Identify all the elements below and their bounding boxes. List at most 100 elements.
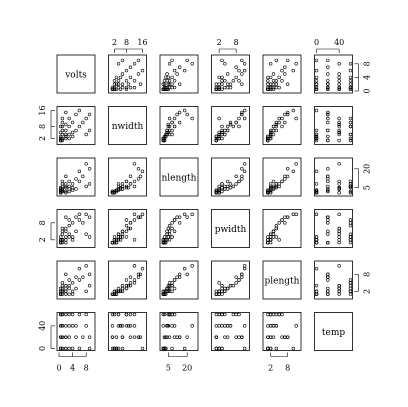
data-point-1-5-24 [314, 136, 319, 141]
data-point-1-2-27 [170, 120, 174, 125]
data-point-4-3-18 [228, 283, 233, 288]
data-point-3-5-28 [314, 238, 319, 242]
data-point-1-3-15 [217, 116, 221, 121]
data-point-1-0-14 [60, 124, 65, 129]
data-point-5-4-7 [266, 312, 270, 317]
data-point-2-5-32 [314, 169, 319, 174]
data-point-3-0-15 [60, 238, 65, 242]
data-point-1-0-18 [64, 122, 68, 127]
data-point-3-4-15 [277, 238, 281, 242]
data-point-4-3-35 [223, 289, 227, 294]
data-point-4-0-26 [70, 289, 75, 294]
data-point-2-1-15 [132, 184, 137, 189]
data-point-0-1-11 [112, 85, 117, 90]
axis-right-label-4-1: 8 [363, 272, 372, 277]
data-point-2-4-26 [268, 186, 273, 190]
data-point-5-1-7 [110, 312, 115, 317]
data-point-2-5-13 [326, 189, 330, 194]
data-point-2-3-29 [240, 177, 244, 181]
data-point-0-3-21 [240, 82, 244, 86]
data-point-4-1-37 [136, 272, 141, 277]
data-point-4-0-8 [58, 292, 63, 296]
data-point-3-4-18 [274, 226, 279, 231]
data-point-0-5-5 [337, 87, 341, 92]
data-point-1-0-33 [81, 120, 85, 125]
data-point-4-3-15 [217, 281, 221, 285]
data-point-5-1-30 [120, 324, 125, 328]
data-point-3-0-33 [81, 221, 85, 225]
data-point-0-4-37 [285, 58, 290, 63]
axis-top-label-1-1: 8 [124, 38, 129, 47]
data-point-1-5-35 [348, 132, 353, 137]
data-point-0-3-28 [217, 75, 221, 80]
data-point-3-2-24 [162, 235, 167, 239]
data-point-0-3-37 [240, 58, 244, 63]
data-point-1-4-21 [285, 110, 290, 115]
data-point-3-4-28 [266, 238, 270, 242]
data-point-1-2-37 [185, 112, 189, 117]
data-point-3-1-21 [138, 215, 143, 219]
data-point-2-3-31 [237, 179, 241, 184]
panel-frame-1-1 [108, 106, 147, 145]
data-point-5-0-25 [67, 335, 71, 339]
data-point-4-5-28 [314, 292, 319, 296]
data-point-5-1-2 [110, 324, 115, 328]
data-point-2-5-34 [337, 162, 341, 166]
data-point-1-5-12 [314, 132, 319, 137]
data-point-5-2-30 [165, 324, 169, 328]
panel-frame-4-5 [314, 260, 353, 300]
variable-label-plength: plength [265, 277, 300, 287]
data-point-3-5-37 [326, 215, 330, 219]
data-point-2-4-30 [271, 187, 276, 191]
data-point-0-1-22 [116, 79, 121, 83]
panel-frame-5-5 [314, 312, 353, 351]
data-point-4-3-20 [217, 289, 221, 294]
axis-top-label-1-2: 16 [137, 38, 147, 47]
data-point-3-4-24 [266, 235, 270, 239]
data-point-1-3-28 [217, 134, 221, 139]
variable-label-pwidth: pwidth [215, 225, 247, 235]
data-point-4-0-27 [70, 281, 75, 285]
data-point-5-0-35 [84, 312, 88, 317]
data-point-4-3-31 [237, 278, 241, 282]
data-point-1-5-0 [314, 138, 319, 143]
data-point-1-4-20 [268, 136, 273, 141]
data-point-5-1-10 [128, 324, 133, 328]
data-point-1-0-37 [87, 112, 92, 117]
data-point-5-3-7 [214, 312, 219, 317]
data-point-3-0-6 [58, 235, 63, 239]
data-point-4-1-15 [132, 281, 137, 285]
data-point-0-3-20 [217, 82, 221, 86]
data-point-0-4-10 [274, 85, 279, 90]
data-point-0-2-29 [175, 72, 179, 76]
data-point-0-3-27 [234, 75, 238, 80]
data-point-3-1-9 [120, 232, 125, 236]
data-point-3-0-13 [60, 240, 65, 245]
data-point-0-1-24 [112, 79, 117, 83]
data-point-0-5-34 [337, 62, 341, 66]
data-point-4-1-26 [118, 289, 123, 294]
data-point-1-3-34 [242, 116, 247, 121]
data-point-4-2-37 [185, 272, 189, 277]
data-point-0-4-27 [277, 75, 281, 80]
data-point-4-5-26 [337, 289, 341, 294]
data-point-4-0-15 [60, 281, 65, 285]
axis-right-label-0-2: 8 [363, 61, 372, 66]
data-point-5-4-34 [294, 324, 298, 328]
data-point-1-3-24 [220, 136, 224, 141]
data-point-1-2-33 [177, 120, 182, 125]
data-point-4-1-28 [114, 292, 119, 296]
panel-frame-5-2 [159, 312, 199, 351]
data-point-0-4-34 [294, 62, 298, 66]
data-point-4-2-36 [170, 283, 174, 288]
panel-frame-1-4 [262, 106, 302, 145]
data-point-5-2-26 [166, 324, 171, 328]
data-point-2-3-37 [240, 167, 244, 171]
data-point-3-0-34 [84, 212, 88, 217]
data-point-3-0-24 [67, 235, 71, 239]
data-point-2-1-34 [132, 162, 137, 166]
data-point-2-3-34 [242, 162, 247, 166]
data-point-3-2-16 [162, 240, 167, 245]
data-point-5-0-4 [58, 335, 63, 339]
